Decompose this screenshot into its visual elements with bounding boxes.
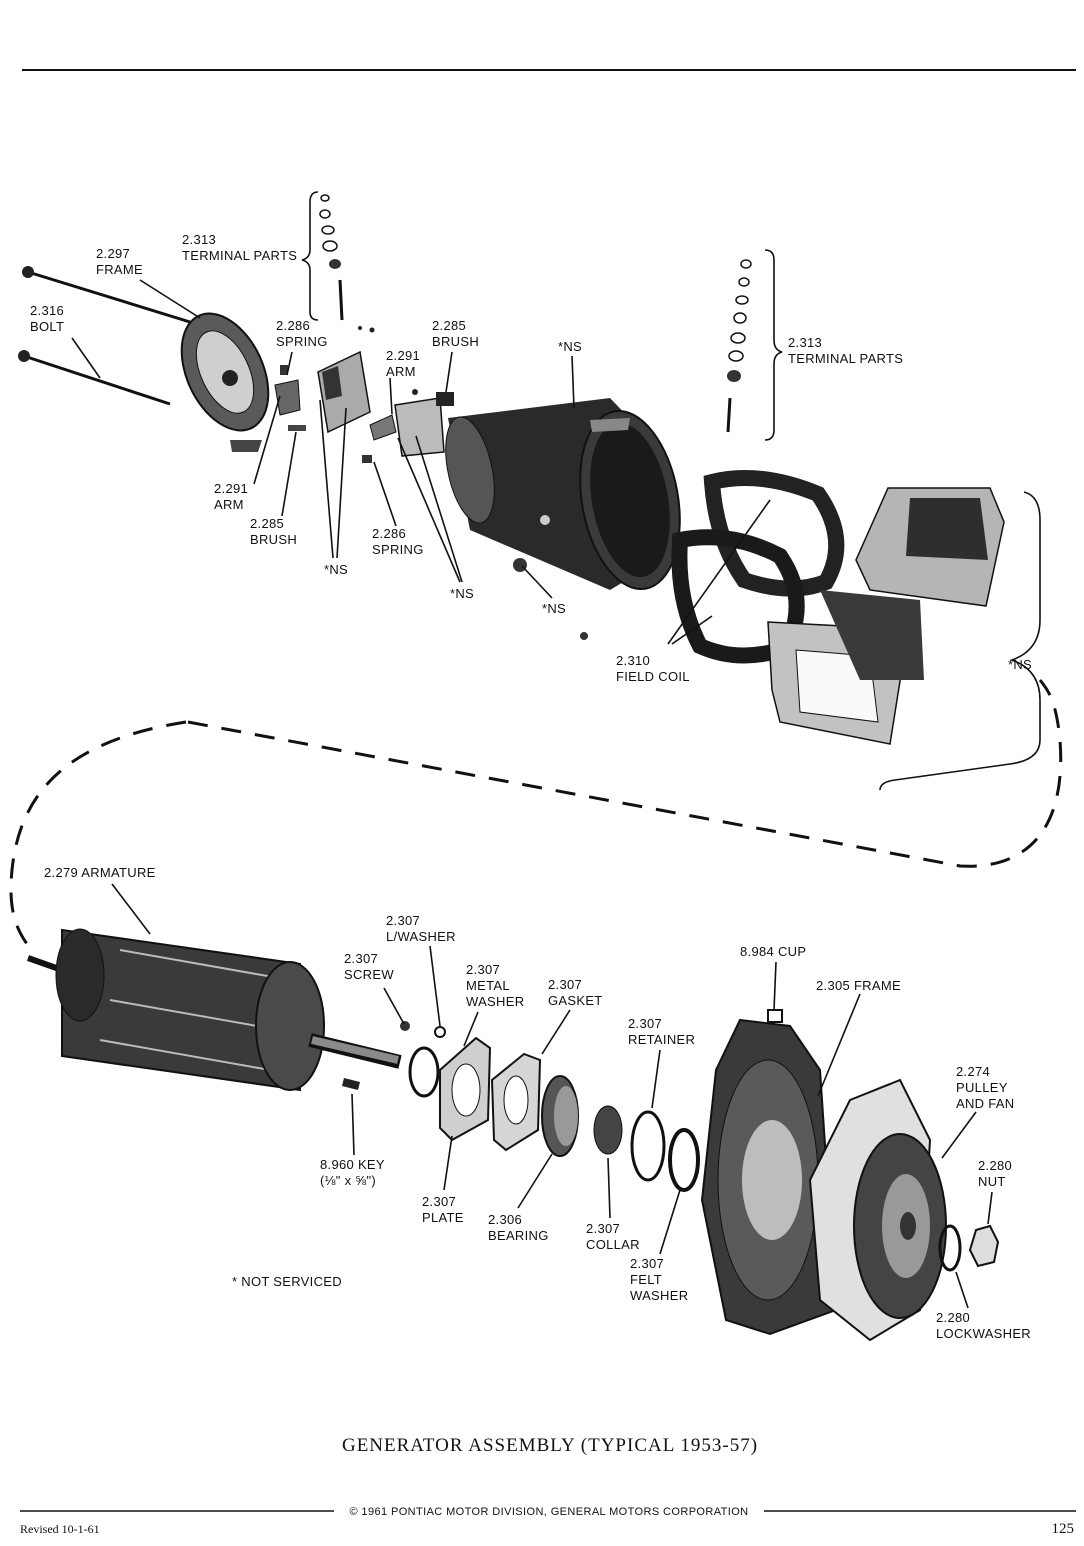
label-ns-right: *NS (1008, 657, 1032, 672)
label-frame-bottom: 2.305 FRAME (816, 978, 901, 993)
pulley-fan-drawing (808, 1078, 1000, 1342)
dashed-connector (9, 679, 1063, 949)
terminal-parts-right-drawing (726, 259, 752, 433)
lower-parts-drawing (27, 928, 1000, 1342)
end-plate-drawing (400, 1021, 700, 1192)
armature-drawing (27, 928, 402, 1092)
label-ns-b: *NS (450, 586, 474, 601)
pole-shoe-drawing (767, 487, 1005, 745)
leader-lines (71, 279, 993, 1309)
brace-pole-shoes (879, 491, 1041, 791)
bolt-drawing (18, 266, 191, 406)
figure-title: GENERATOR ASSEMBLY (TYPICAL 1953-57) (342, 1435, 758, 1456)
frame-drawing (180, 312, 270, 452)
label-key: 8.960 KEY(⅛" x ⅝") (320, 1157, 385, 1188)
label-ns-a: *NS (324, 562, 348, 577)
label-ns-top: *NS (558, 339, 582, 354)
label-armature: 2.279 ARMATURE (44, 865, 156, 880)
footer-revised: Revised 10-1-61 (20, 1522, 100, 1536)
upper-parts-drawing (18, 194, 1005, 745)
brush-holder-drawing (274, 326, 454, 463)
brace-terminal-right (764, 249, 783, 441)
label-not-serviced: * NOT SERVICED (232, 1274, 342, 1289)
label-ns-c: *NS (542, 601, 566, 616)
brace-terminal-top (301, 191, 319, 321)
drive-end-frame-drawing (700, 1009, 838, 1336)
field-frame-drawing (445, 398, 681, 640)
terminal-parts-top-drawing (319, 194, 344, 321)
page-number: 125 (1052, 1521, 1075, 1537)
footer-copyright: © 1961 PONTIAC MOTOR DIVISION, GENERAL M… (349, 1506, 748, 1518)
label-cup: 8.984 CUP (740, 944, 806, 959)
